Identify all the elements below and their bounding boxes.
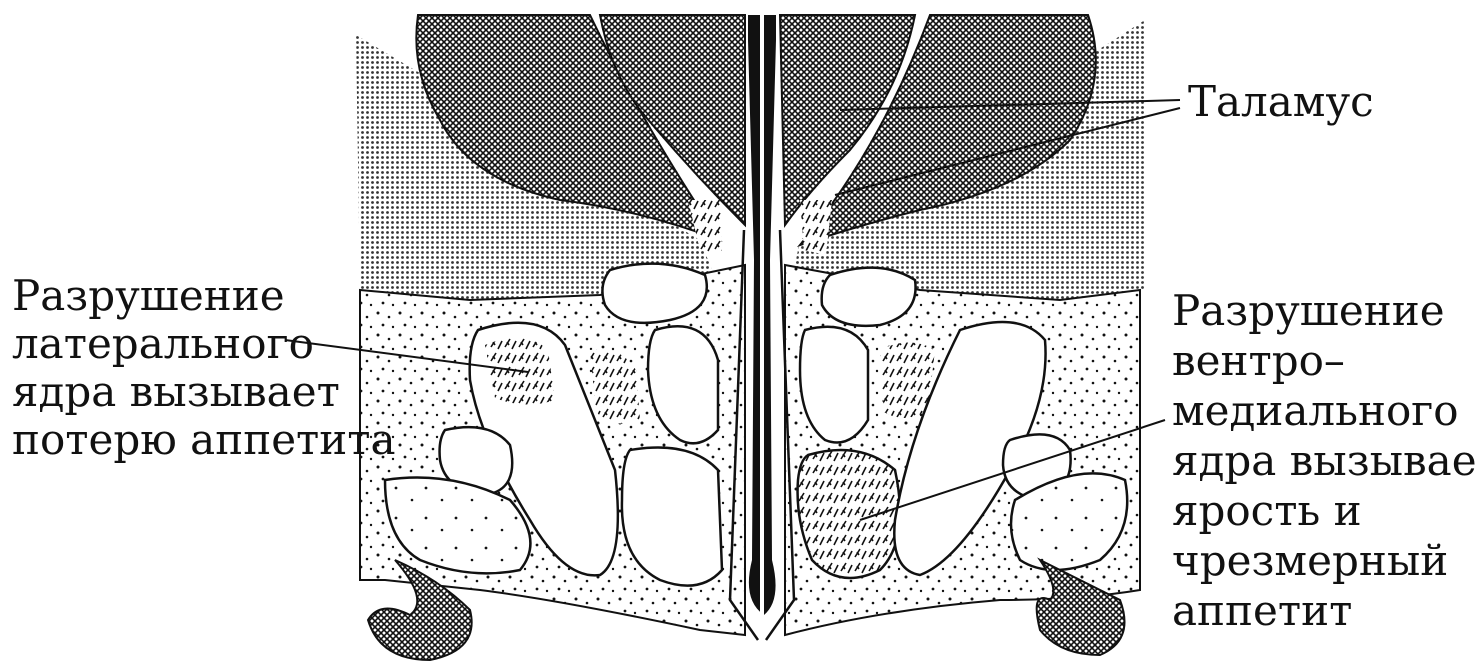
lateral-lesion-line-3: ядра вызывает bbox=[12, 368, 396, 416]
lateral-lesion-line-1: Разрушение bbox=[12, 272, 396, 320]
lateral-lesion-line-4: потерю аппетита bbox=[12, 416, 396, 464]
lateral-lesion-line-2: латерального bbox=[12, 320, 396, 368]
thalamus-label-text: Таламус bbox=[1188, 78, 1374, 126]
lateral-lesion-label: Разрушение латерального ядра вызывает по… bbox=[12, 272, 396, 464]
ventromedial-lesion-line-7: аппетит bbox=[1172, 586, 1476, 636]
right-upper-nucleus bbox=[822, 268, 916, 326]
ventromedial-lesion-line-3: медиального bbox=[1172, 386, 1476, 436]
ventromedial-lesion-label: Разрушение вентро– медиального ядра вызы… bbox=[1172, 286, 1476, 636]
ventromedial-lesion-line-2: вентро– bbox=[1172, 336, 1476, 386]
ventromedial-lesion-line-6: чрезмерный bbox=[1172, 536, 1476, 586]
ventromedial-nucleus bbox=[798, 450, 900, 578]
ventromedial-lesion-line-4: ядра вызывает bbox=[1172, 436, 1476, 486]
ventromedial-lesion-line-5: ярость и bbox=[1172, 486, 1476, 536]
ventromedial-lesion-line-1: Разрушение bbox=[1172, 286, 1476, 336]
thalamus-label: Таламус bbox=[1188, 78, 1374, 126]
